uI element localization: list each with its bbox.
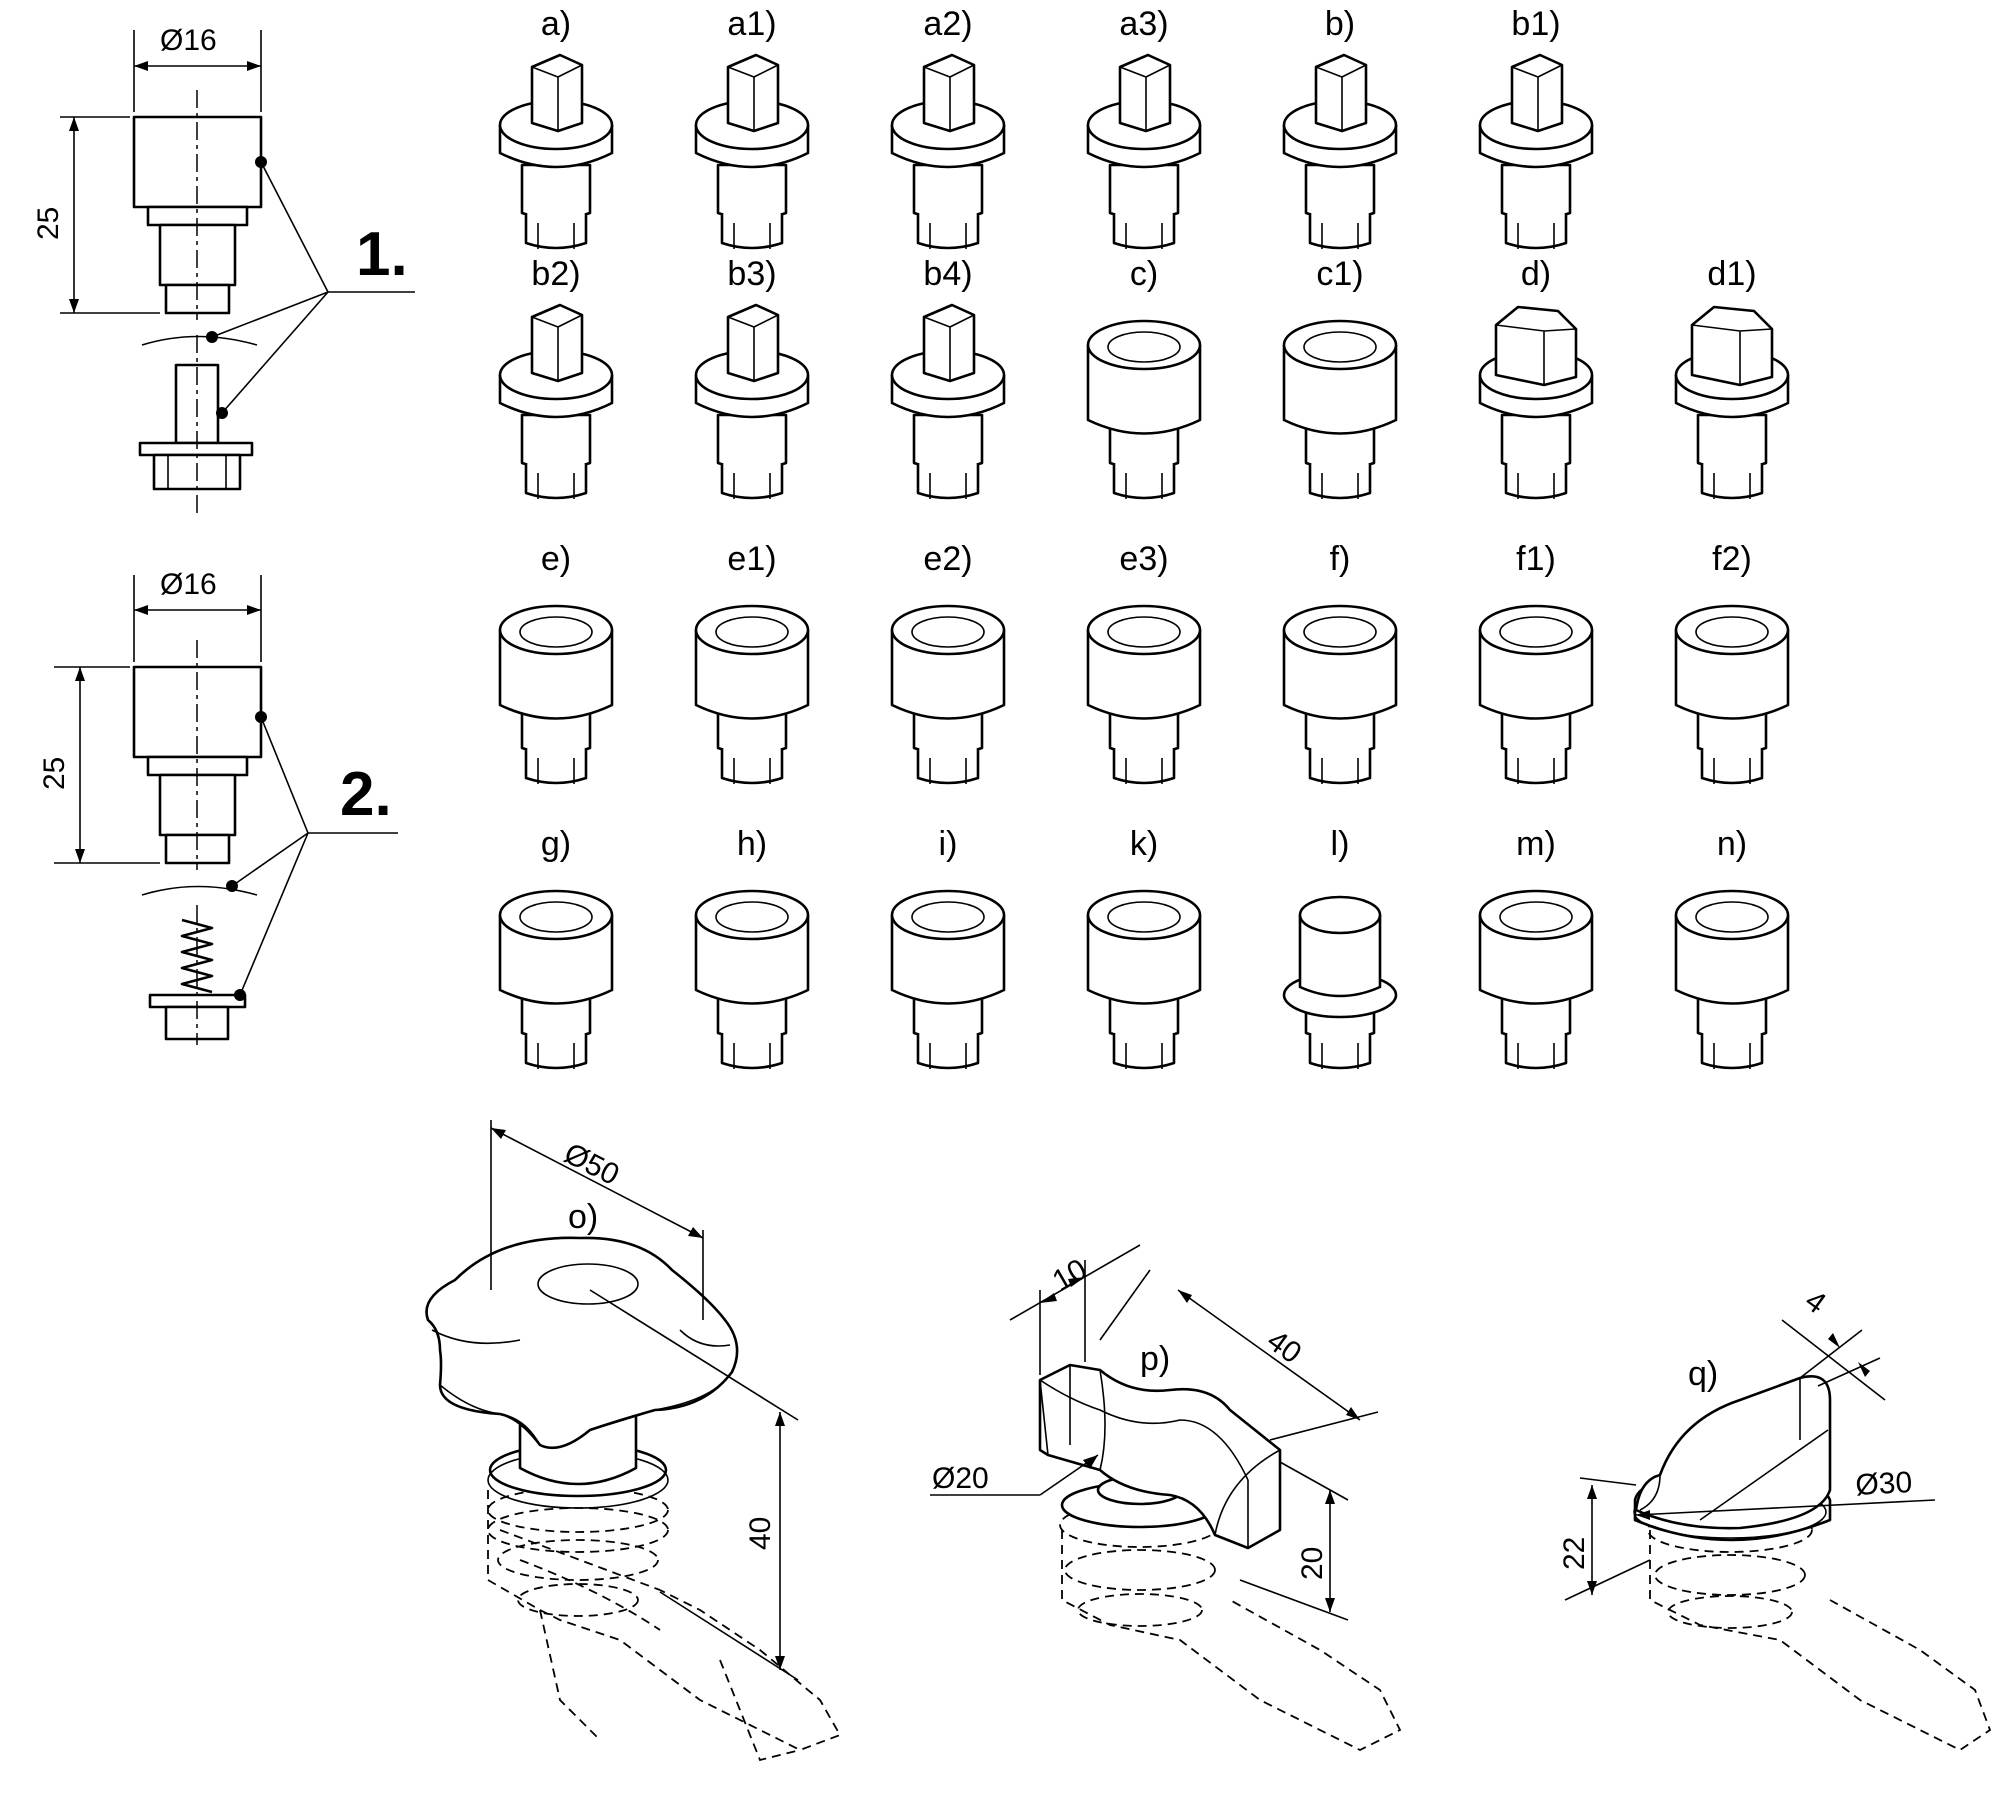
insert-variant: a3) [1086,5,1202,250]
handle-o-diameter-label: Ø50 [559,1137,625,1192]
insert-label: k) [1130,825,1158,863]
insert-label: d) [1521,255,1551,293]
handle-q-diameter-label: Ø30 [1855,1466,1913,1502]
side-view-1: Ø16 25 1. [32,24,415,515]
insert-label: c) [1130,255,1158,293]
insert-variant: e) [498,540,614,785]
insert-label: g) [541,825,571,863]
insert-variant: h) [694,825,810,1070]
view-2-number: 2. [340,760,392,829]
insert-variant: e1) [694,540,810,785]
handle-o-height-label: 40 [744,1517,777,1550]
insert-label: l) [1331,825,1350,863]
insert-variant: f2) [1674,540,1790,785]
insert-variant: a1) [694,5,810,250]
insert-variant: m) [1478,825,1594,1070]
insert-label: m) [1516,825,1556,863]
handle-o-label: o) [568,1198,598,1236]
view-1-diameter-label: Ø16 [160,24,217,57]
insert-variant: e3) [1086,540,1202,785]
insert-label: a1) [727,5,776,43]
insert-label: f) [1330,540,1351,578]
insert-variant: c) [1086,255,1202,500]
insert-variant: n) [1674,825,1790,1070]
insert-label: a3) [1119,5,1168,43]
insert-variant: a) [498,5,614,250]
insert-label: d1) [1707,255,1756,293]
insert-label: a2) [923,5,972,43]
insert-variant: d1) [1674,255,1790,500]
insert-label: f2) [1712,540,1752,578]
insert-label: e1) [727,540,776,578]
handle-p-height-label: 20 [1296,1547,1329,1580]
insert-variant: c1) [1282,255,1398,500]
insert-label: e3) [1119,540,1168,578]
insert-variant: e2) [890,540,1006,785]
view-2-diameter-label: Ø16 [160,568,217,601]
insert-variant: i) [890,825,1006,1070]
insert-label: f1) [1516,540,1556,578]
insert-variant: a2) [890,5,1006,250]
insert-variant: b1) [1478,5,1594,250]
view-2-height-label: 25 [38,757,71,790]
insert-grid: a) a1) a2) a3) b) b1) b2) b3) b4) c) c1) d) d1) e) e1)… [498,5,1790,1070]
insert-label: a) [541,5,571,43]
handle-p-length-label: 40 [1261,1324,1307,1370]
side-view-2: Ø16 25 2. [38,568,398,1045]
handle-q-label: q) [1688,1355,1718,1393]
insert-label: b1) [1511,5,1560,43]
insert-variant: b2) [498,255,614,500]
handle-p-hub-diameter-label: Ø20 [932,1462,989,1495]
insert-label: i) [939,825,958,863]
handle-o: Ø50 o) 40 [425,1120,842,1762]
insert-label: e2) [923,540,972,578]
view-1-height-label: 25 [32,207,65,240]
insert-label: n) [1717,825,1747,863]
insert-variant: k) [1086,825,1202,1070]
insert-variant: l) [1282,825,1398,1070]
insert-variant: g) [498,825,614,1070]
insert-variant: b4) [890,255,1006,500]
insert-label: b2) [531,255,580,293]
insert-label: e) [541,540,571,578]
insert-variant: f1) [1478,540,1594,785]
handle-p: p) 10 40 Ø20 20 [930,1244,1402,1752]
handle-p-label: p) [1140,1340,1170,1378]
insert-label: b) [1325,5,1355,43]
view-1-number: 1. [356,220,408,289]
insert-variant: b3) [694,255,810,500]
insert-label: h) [737,825,767,863]
handle-q-height-label: 22 [1558,1537,1591,1570]
insert-label: c1) [1316,255,1363,293]
insert-variant: d) [1478,255,1594,500]
insert-variant: b) [1282,5,1398,250]
handle-q: q) 4 Ø30 22 [1558,1284,1992,1752]
insert-label: b3) [727,255,776,293]
handle-q-thickness-label: 4 [1799,1284,1832,1321]
insert-variant: f) [1282,540,1398,785]
insert-label: b4) [923,255,972,293]
